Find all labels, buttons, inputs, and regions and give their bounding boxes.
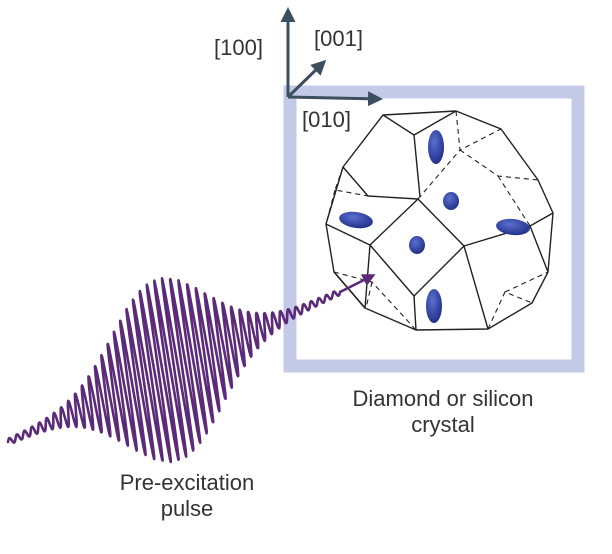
axis-001-label: [001]	[314, 26, 363, 51]
axis-010-label: [010]	[302, 107, 351, 132]
pulse-waveform	[6, 277, 342, 464]
crystal-frame	[283, 85, 585, 373]
pocket-bottom	[426, 289, 442, 323]
pocket-right	[496, 218, 530, 236]
pocket-front	[409, 236, 425, 254]
pulse-label-line2: pulse	[160, 496, 214, 521]
axis-010-arrow	[287, 91, 383, 107]
crystal-label: Diamond or silicon crystal	[300, 386, 586, 438]
zone-outline	[325, 110, 554, 331]
zone-hidden-edges	[325, 110, 549, 331]
axis-100-label: [100]	[214, 35, 263, 60]
brillouin-zone	[325, 110, 554, 331]
pocket-left	[339, 211, 373, 229]
pulse-label-line1: Pre-excitation	[119, 470, 255, 495]
pulse-arrow	[339, 274, 376, 294]
pocket-back	[443, 192, 459, 210]
pocket-top	[428, 130, 444, 164]
crystal-label-line2: crystal	[411, 412, 475, 437]
crystal-label-line1: Diamond or silicon	[352, 386, 534, 411]
pulse-label: Pre-excitation pulse	[72, 470, 302, 522]
valley-pockets	[339, 130, 530, 323]
axis-001-arrow	[286, 59, 327, 99]
axis-system	[280, 7, 383, 107]
